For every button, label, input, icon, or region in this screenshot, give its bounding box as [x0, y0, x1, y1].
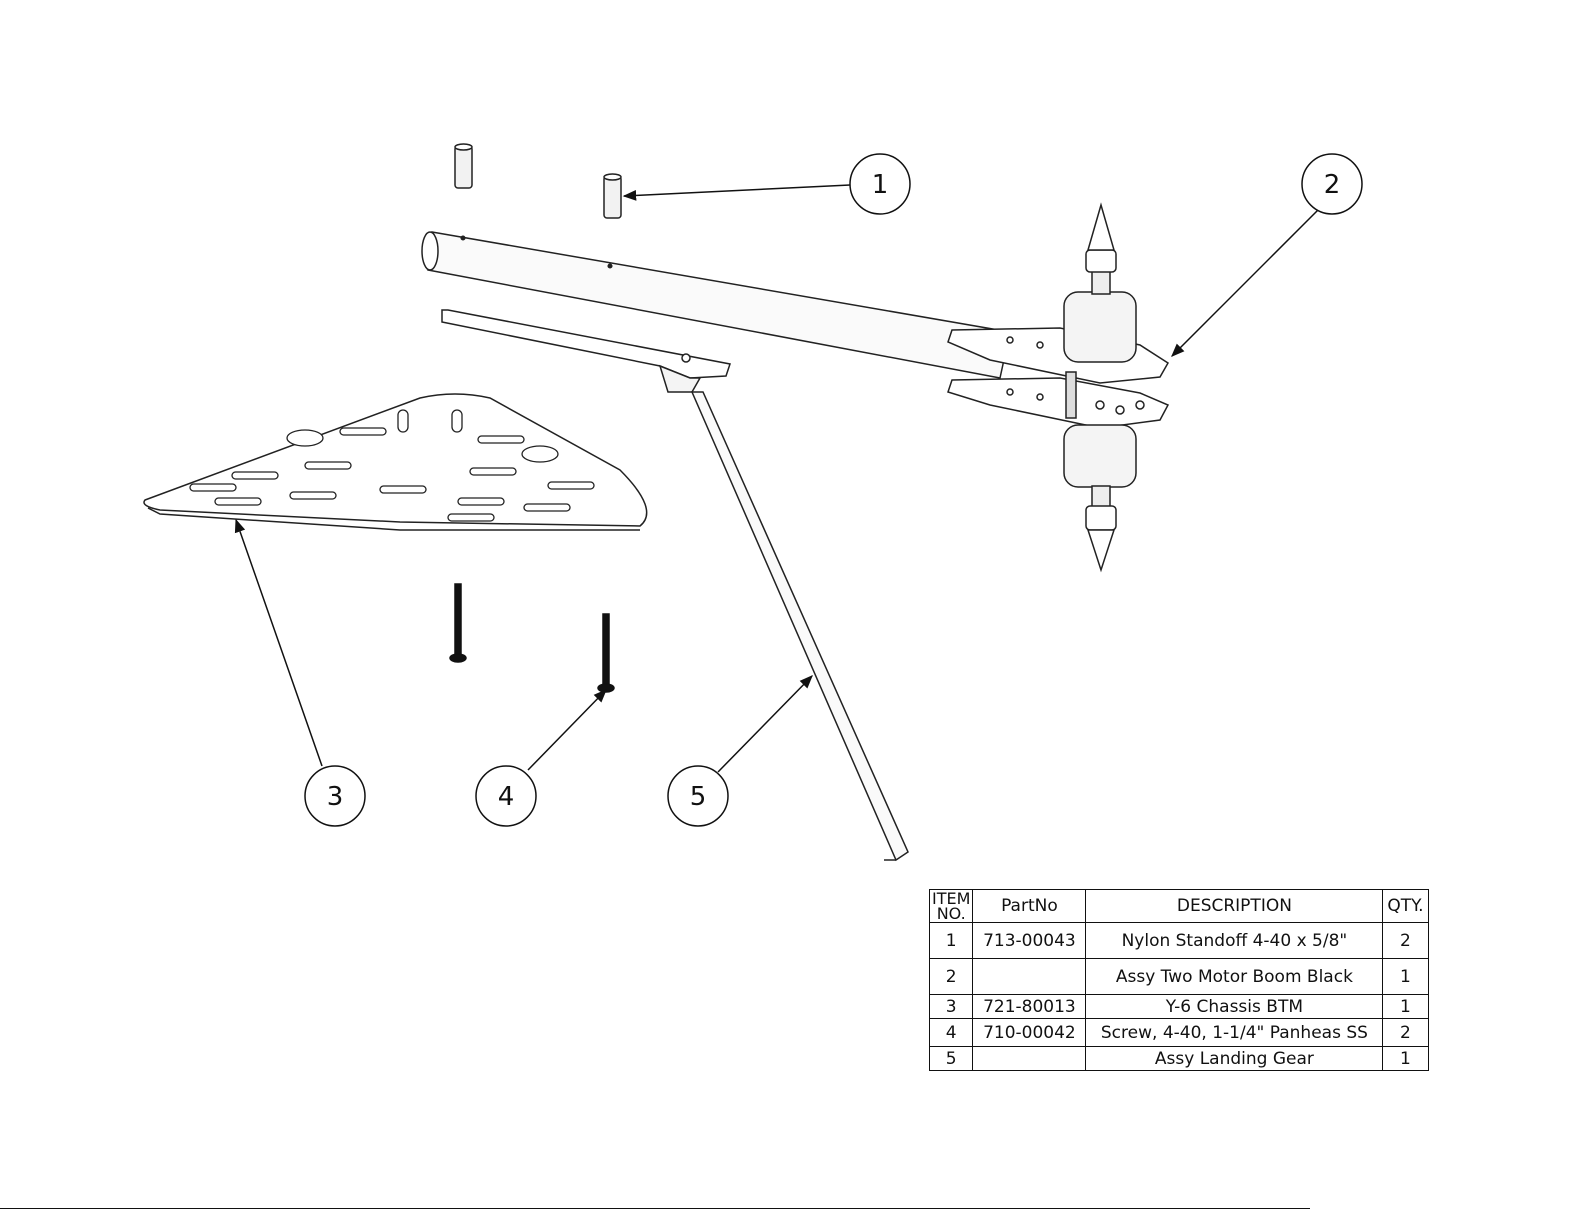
bom-qty: 2 — [1383, 923, 1428, 959]
svg-text:1: 1 — [872, 170, 889, 200]
bom-description: Assy Two Motor Boom Black — [1086, 959, 1383, 995]
nylon-standoff — [604, 174, 621, 218]
table-row: 3 721-80013 Y-6 Chassis BTM 1 — [930, 995, 1429, 1019]
bom-description: Nylon Standoff 4-40 x 5/8" — [1086, 923, 1383, 959]
bom-part-no: 713-00043 — [973, 923, 1086, 959]
panhead-screw — [598, 614, 614, 692]
bom-qty: 2 — [1383, 1019, 1428, 1047]
bom-part-no: 721-80013 — [973, 995, 1086, 1019]
bom-header-description: DESCRIPTION — [1086, 890, 1383, 923]
bom-part-no: 710-00042 — [973, 1019, 1086, 1047]
bom-item-no: 5 — [930, 1047, 973, 1071]
bom-item-no: 3 — [930, 995, 973, 1019]
bom-qty: 1 — [1383, 995, 1428, 1019]
bom-header-qty: QTY. — [1383, 890, 1428, 923]
bom-description: Screw, 4-40, 1-1/4" Panheas SS — [1086, 1019, 1383, 1047]
bom-description: Assy Landing Gear — [1086, 1047, 1383, 1071]
table-row: 2 Assy Two Motor Boom Black 1 — [930, 959, 1429, 995]
table-row: 4 710-00042 Screw, 4-40, 1-1/4" Panheas … — [930, 1019, 1429, 1047]
bom-item-no: 4 — [930, 1019, 973, 1047]
svg-text:4: 4 — [498, 782, 515, 812]
bom-qty: 1 — [1383, 1047, 1428, 1071]
balloon-3: 3 — [305, 766, 365, 826]
bottom-border-line — [0, 1208, 1310, 1209]
nylon-standoff — [455, 144, 472, 188]
balloon-4: 4 — [476, 766, 536, 826]
bom-item-no: 2 — [930, 959, 973, 995]
svg-text:3: 3 — [327, 782, 344, 812]
bom-qty: 1 — [1383, 959, 1428, 995]
svg-text:5: 5 — [690, 782, 707, 812]
table-row: 1 713-00043 Nylon Standoff 4-40 x 5/8" 2 — [930, 923, 1429, 959]
bom-header-partno: PartNo — [973, 890, 1086, 923]
balloon-2: 2 — [1302, 154, 1362, 214]
svg-text:2: 2 — [1324, 170, 1341, 200]
bom-item-no: 1 — [930, 923, 973, 959]
balloon-5: 5 — [668, 766, 728, 826]
balloon-1: 1 — [850, 154, 910, 214]
bom-description: Y-6 Chassis BTM — [1086, 995, 1383, 1019]
bom-part-no — [973, 1047, 1086, 1071]
chassis-plate — [144, 394, 647, 530]
bom-part-no — [973, 959, 1086, 995]
table-row: 5 Assy Landing Gear 1 — [930, 1047, 1429, 1071]
panhead-screw — [450, 584, 466, 662]
